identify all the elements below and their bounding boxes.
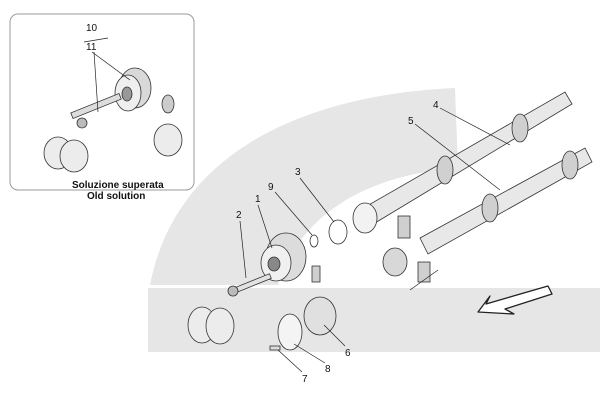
background-band (148, 88, 600, 352)
bolt (227, 273, 272, 297)
inset-sprocket-assembly (70, 67, 175, 129)
callout-line-6 (323, 324, 346, 347)
plate-8 (277, 313, 303, 351)
callout-line-8 (293, 343, 326, 364)
callout-10: 10 (86, 23, 98, 34)
gears-lower (187, 296, 337, 345)
callout-8: 8 (325, 364, 331, 375)
callout-line-3 (299, 177, 335, 223)
callout-line-11 (93, 51, 99, 113)
callout-1: 1 (255, 194, 261, 205)
callout-line-4 (439, 107, 511, 146)
seal-ring-3 (328, 219, 348, 245)
callout-3: 3 (295, 167, 301, 178)
callout-line-7 (277, 349, 303, 373)
callout-line-1 (257, 204, 273, 249)
inset-caption-it: Soluzione superata (72, 180, 164, 191)
valve-springs (397, 215, 439, 291)
callout-line-5 (414, 123, 501, 191)
inset-gears-lower (43, 123, 183, 173)
callout-line-11b (91, 51, 131, 81)
callout-9: 9 (268, 182, 274, 193)
camshaft-lower (382, 147, 593, 277)
sprocket-assembly (260, 232, 307, 282)
callout-7: 7 (302, 374, 308, 385)
inset-caption-en: Old solution (87, 191, 145, 202)
camshaft-upper (352, 91, 573, 234)
callout-line-2 (239, 220, 247, 279)
callout-2: 2 (236, 210, 242, 221)
callout-line-9 (274, 191, 313, 236)
callout-line-10 (83, 37, 109, 43)
callout-4: 4 (433, 100, 439, 111)
washer-9 (309, 234, 319, 248)
callout-5: 5 (408, 116, 414, 127)
spring-element (311, 265, 321, 283)
screw-7 (269, 345, 281, 351)
callout-6: 6 (345, 348, 351, 359)
callout-11: 11 (86, 42, 97, 53)
arrow-down-left-icon (477, 285, 553, 315)
